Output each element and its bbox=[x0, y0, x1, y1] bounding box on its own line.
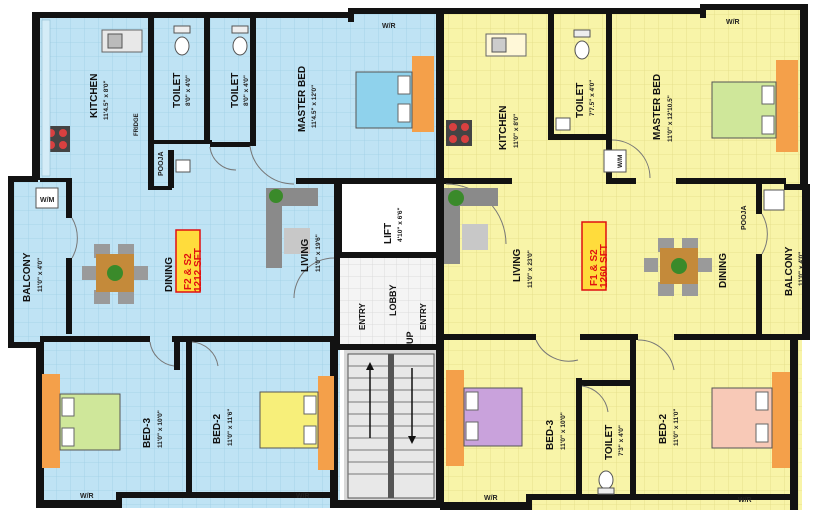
left-wm-label: W/M bbox=[40, 197, 55, 204]
lift-label: LIFT bbox=[383, 223, 394, 244]
right-area-badge bbox=[581, 221, 607, 291]
right-kitchen-size: 11'0" x 8'0" bbox=[513, 114, 520, 148]
right-sofa bbox=[444, 188, 498, 264]
right-balcony-label: BALCONY bbox=[784, 246, 795, 296]
right-kitchen-sink bbox=[485, 33, 527, 57]
right-area-value: 1260 SFT bbox=[599, 244, 610, 288]
left-wr-bl-label: W/R bbox=[80, 493, 94, 500]
right-bed2-label: BED-2 bbox=[658, 414, 669, 444]
left-dining-table bbox=[82, 244, 148, 304]
right-wr-top-label: W/R bbox=[726, 19, 740, 26]
right-balcony-size: 11'0" x 4'0" bbox=[798, 252, 805, 286]
left-master-bed-label: MASTER BED bbox=[297, 66, 308, 132]
right-wm-label: W/M bbox=[617, 155, 624, 168]
entry-left-label: ENTRY bbox=[358, 303, 367, 330]
left-kitchen-size: 11'4.5" x 8'0" bbox=[103, 80, 110, 120]
left-dining-label: DINING bbox=[164, 257, 175, 292]
entry-right-label: ENTRY bbox=[419, 303, 428, 330]
left-toilet-wc-1 bbox=[173, 25, 191, 56]
left-kitchen-label: KITCHEN bbox=[89, 74, 100, 118]
stair-up-label: UP bbox=[405, 331, 415, 344]
left-master-bed bbox=[355, 56, 434, 132]
right-toilet1-size: 7'7.5" x 4'0" bbox=[589, 80, 596, 116]
right-toilet-basin bbox=[555, 117, 571, 131]
left-bed2-label: BED-2 bbox=[212, 414, 223, 444]
right-flat-labels: KITCHEN 11'0" x 8'0" TOILET 7'7.5" x 4'0… bbox=[484, 19, 805, 504]
right-toilet2-label: TOILET bbox=[604, 425, 615, 460]
right-bed2-size: 11'0" x 11'0" bbox=[673, 409, 680, 446]
left-bed2-size: 11'0" x 11'6" bbox=[227, 409, 234, 446]
left-fridge-label: FRIDGE bbox=[134, 113, 140, 136]
left-area-title: F2 & S2 bbox=[183, 253, 194, 290]
right-toilet-wc bbox=[573, 29, 591, 60]
right-bed3-size: 11'0" x 10'0" bbox=[560, 412, 567, 450]
left-kitchen-sink bbox=[101, 29, 143, 53]
left-area-badge bbox=[175, 229, 201, 293]
left-balcony-wm bbox=[35, 187, 59, 209]
left-bed3-label: BED-3 bbox=[142, 418, 153, 448]
left-toilet1-label: TOILET bbox=[172, 73, 183, 108]
right-dining-label: DINING bbox=[718, 253, 729, 288]
left-wr-br-label: W/R bbox=[296, 493, 310, 500]
left-balcony-size: 11'0" x 4'0" bbox=[37, 258, 44, 292]
left-kitchen-counter bbox=[41, 19, 51, 177]
right-wr-br-label: W/R bbox=[738, 497, 752, 504]
staircase bbox=[347, 353, 435, 499]
left-bed2 bbox=[259, 376, 334, 470]
right-toilet2-size: 7'3" x 4'0" bbox=[618, 425, 625, 456]
left-pooja-label: POOJA bbox=[158, 151, 165, 176]
lift-size: 4'10" x 6'6" bbox=[397, 207, 404, 242]
walls bbox=[8, 4, 810, 510]
right-wr-bl-label: W/R bbox=[484, 495, 498, 502]
right-master-bed-size: 11'0" x 12'10.5" bbox=[667, 95, 674, 142]
left-master-bed-size: 11'4.5" x 12'0" bbox=[311, 85, 318, 128]
left-balcony-label: BALCONY bbox=[22, 252, 33, 302]
left-wr-top-label: W/R bbox=[382, 23, 396, 30]
right-master-bed bbox=[711, 60, 798, 152]
right-area-title: F1 & S2 bbox=[589, 249, 600, 286]
left-sofa bbox=[266, 188, 318, 268]
left-flat-labels: KITCHEN 11'4.5" x 8'0" FRIDGE POOJA TOIL… bbox=[22, 23, 396, 500]
right-wm bbox=[603, 149, 627, 173]
core-labels: LIFT 4'10" x 6'6" LOBBY UP ENTRY ENTRY bbox=[358, 207, 428, 344]
right-kitchen-label: KITCHEN bbox=[498, 106, 509, 150]
left-toilet1-size: 8'0" x 4'0" bbox=[185, 75, 192, 106]
lobby-label: LOBBY bbox=[388, 285, 398, 317]
right-toilet2-wc bbox=[597, 470, 615, 495]
right-bed2 bbox=[711, 372, 790, 468]
right-master-bed-label: MASTER BED bbox=[652, 74, 663, 140]
right-dining-table bbox=[644, 238, 712, 296]
right-bed3 bbox=[446, 370, 523, 466]
right-kitchen-stove bbox=[446, 120, 472, 146]
right-pooja-label: POOJA bbox=[741, 205, 748, 230]
left-toilet2-size: 8'0" x 4'0" bbox=[243, 75, 250, 106]
right-toilet1-label: TOILET bbox=[575, 83, 586, 118]
left-toilet-wc-2 bbox=[231, 25, 249, 56]
left-living-size: 11'0" x 19'6" bbox=[315, 234, 322, 272]
right-bed3-label: BED-3 bbox=[545, 420, 556, 450]
left-living-label: LIVING bbox=[300, 238, 311, 272]
left-toilet-basin bbox=[175, 159, 191, 173]
right-balcony-wm bbox=[763, 189, 785, 211]
right-living-label: LIVING bbox=[512, 248, 523, 282]
left-bed3 bbox=[42, 374, 121, 468]
right-living-size: 11'0" x 23'0" bbox=[527, 250, 534, 288]
left-toilet2-label: TOILET bbox=[230, 73, 241, 108]
left-bed3-size: 11'0" x 10'0" bbox=[157, 410, 164, 448]
left-area-value: 1212 SFT bbox=[193, 248, 204, 292]
